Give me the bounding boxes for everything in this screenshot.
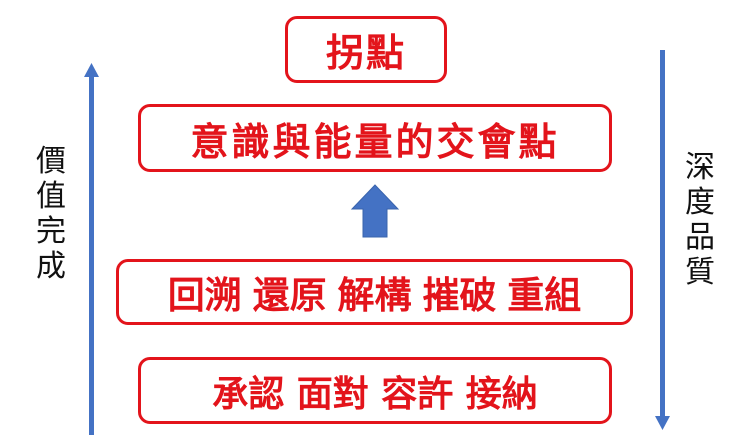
intersection-text: 意識與能量的交會點 xyxy=(190,119,560,164)
left-axis-label: 價值完成 xyxy=(31,144,71,284)
left-axis-label-text: 價值完成 xyxy=(36,144,66,284)
right-axis-label: 深度品質 xyxy=(680,150,720,290)
base-box: 承認 面對 容許 接納 xyxy=(138,357,612,424)
process-box: 回溯 還原 解構 摧破 重組 xyxy=(116,259,633,325)
center-up-arrow-icon xyxy=(350,184,400,238)
turning-point-box: 拐點 xyxy=(285,16,447,83)
right-axis-arrow-icon xyxy=(655,50,670,430)
turning-point-text: 拐點 xyxy=(325,31,406,75)
base-text: 承認 面對 容許 接納 xyxy=(212,373,538,415)
right-axis-label-text: 深度品質 xyxy=(685,150,715,290)
left-axis-arrow-icon xyxy=(84,63,99,435)
intersection-box: 意識與能量的交會點 xyxy=(138,104,612,172)
process-text: 回溯 還原 解構 摧破 重組 xyxy=(167,274,582,317)
